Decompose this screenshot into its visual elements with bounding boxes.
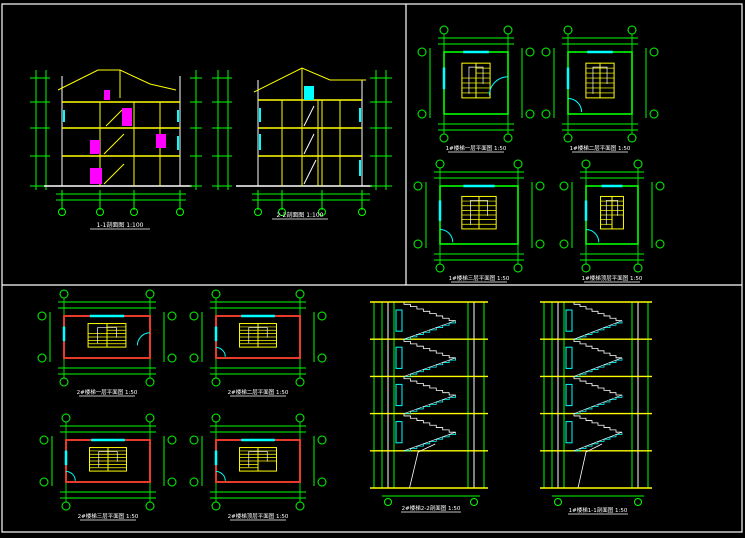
stair2-section-drawing: 2#楼梯2-2剖面图 1:50 [370, 301, 488, 513]
stair1-plan2-title: 1#楼梯二层平面图 1:50 [570, 144, 631, 152]
stair2-plan1-drawing: 2#楼梯一层平面图 1:50 [37, 289, 177, 397]
sheet-border [1, 3, 743, 533]
stair-sections-group: 2#楼梯2-2剖面图 1:50 1#楼梯1-1剖面图 1:50 [370, 301, 652, 515]
stair2-plan3-title: 2#楼梯三层平面图 1:50 [78, 512, 139, 520]
stair1-plan3-drawing: 1#楼梯三层平面图 1:50 [413, 159, 545, 283]
stair2-plan3-drawing: 2#楼梯三层平面图 1:50 [39, 413, 177, 521]
stair1-section-drawing: 1#楼梯1-1剖面图 1:50 [540, 301, 652, 515]
stair2-plan4-title: 2#楼梯顶层平面图 1:50 [228, 512, 289, 520]
stair2-plan2-drawing: 2#楼梯二层平面图 1:50 [189, 289, 327, 397]
stair1-section-title: 1#楼梯1-1剖面图 1:50 [569, 506, 628, 514]
stair1-plan4-title: 1#楼梯顶层平面图 1:50 [582, 274, 643, 282]
stair2-section-title: 2#楼梯2-2剖面图 1:50 [402, 504, 461, 512]
section-1-1-drawing [30, 69, 202, 216]
stair-plans-group: 1#楼梯一层平面图 1:50 1#楼梯二层平面图 1:50 1#楼梯三层平面图 1:… [37, 25, 665, 521]
stair1-plan1-drawing: 1#楼梯一层平面图 1:50 [417, 25, 535, 153]
section-2-2-drawing [212, 67, 392, 216]
stair2-plan1-title: 2#楼梯一层平面图 1:50 [77, 388, 138, 396]
section-2-2-title: 2-2剖面图 1:100 [277, 211, 324, 219]
stair1-plan4-drawing: 1#楼梯顶层平面图 1:50 [559, 159, 665, 283]
section-1-1-title: 1-1剖面图 1:100 [97, 221, 144, 229]
stair2-plan4-drawing: 2#楼梯顶层平面图 1:50 [189, 413, 327, 521]
stair1-plan2-drawing: 1#楼梯二层平面图 1:50 [541, 25, 659, 153]
stair1-plan1-title: 1#楼梯一层平面图 1:50 [446, 144, 507, 152]
stair1-plan3-title: 1#楼梯三层平面图 1:50 [449, 274, 510, 282]
stair2-plan2-title: 2#楼梯二层平面图 1:50 [228, 388, 289, 396]
